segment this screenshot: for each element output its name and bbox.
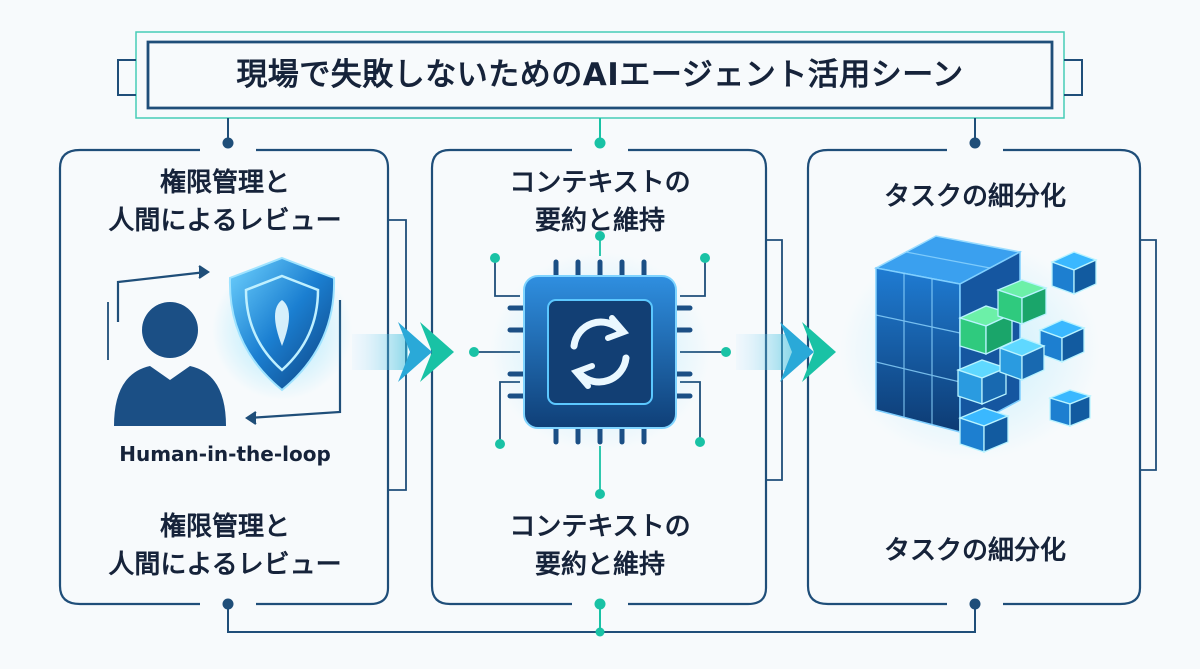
panel-1-heading-top-line-1: 権限管理と <box>159 168 290 198</box>
panel-2-heading-top: コンテキストの 要約と維持 <box>446 164 754 240</box>
shield-icon <box>212 256 352 400</box>
panel-1-heading-top-line-2: 人間によるレビュー <box>108 206 342 236</box>
panel-2-heading-top-line-1: コンテキストの <box>509 168 691 198</box>
title-connector-dots <box>222 137 981 149</box>
panel-3-heading-bottom-line-1: タスクの細分化 <box>883 536 1066 566</box>
panel-3-frame <box>806 148 1157 606</box>
title-frame <box>135 31 1065 119</box>
title-circuit-lines <box>117 59 1083 96</box>
panel-2-heading-bottom-line-1: コンテキストの <box>509 512 691 542</box>
page-title: 現場で失敗しないためのAIエージェント活用シーン <box>236 57 964 93</box>
panel-2-heading-top-line-2: 要約と維持 <box>534 206 665 236</box>
cube-blocks-icon <box>840 235 1100 460</box>
chip-trace-dots <box>469 231 731 499</box>
panel-2-heading-bottom-line-2: 要約と維持 <box>534 550 665 580</box>
panel-2-frame <box>430 148 783 606</box>
arrow-panel-1-to-2 <box>352 322 454 382</box>
panel-3-heading-bottom: タスクの細分化 <box>822 532 1128 570</box>
panel-3-heading-top: タスクの細分化 <box>822 178 1128 216</box>
panel-3-heading-top-line-1: タスクの細分化 <box>883 182 1066 212</box>
panel-1-heading-bottom-line-2: 人間によるレビュー <box>108 550 342 580</box>
person-silhouette-icon <box>114 302 226 426</box>
bottom-bus-dots <box>222 598 981 637</box>
panel-1-heading-top: 権限管理と 人間によるレビュー <box>70 164 380 240</box>
chip-icon <box>490 252 710 452</box>
panel-1-heading-bottom: 権限管理と 人間によるレビュー <box>70 508 380 584</box>
panel-1-heading-bottom-line-1: 権限管理と <box>159 512 290 542</box>
refresh-icon <box>570 315 630 389</box>
panel-2-heading-bottom: コンテキストの 要約と維持 <box>446 508 754 584</box>
arrow-panel-2-to-3 <box>736 322 836 382</box>
panel-1-caption: Human-in-the-loop <box>119 442 331 466</box>
